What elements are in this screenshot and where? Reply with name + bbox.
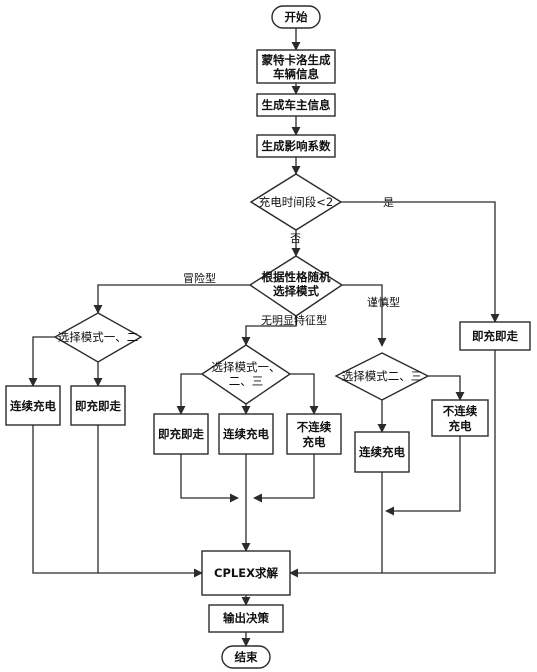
node-right-continuous: 连续充电: [354, 431, 410, 473]
edge-mid-noncont-down: [253, 454, 315, 503]
end-label: 结束: [234, 650, 258, 664]
node-mode-123: 选择模式一、 二、三: [200, 344, 292, 405]
node-end: 结束: [221, 645, 271, 669]
node-gen-owner: 生成车主信息: [256, 93, 336, 117]
node-mid-continuous: 连续充电: [218, 413, 274, 455]
left-immediate-label: 即充即走: [75, 399, 121, 413]
mid-immediate-label: 即充即走: [158, 427, 204, 441]
mid-noncont-label-2: 充电: [303, 435, 326, 449]
edge-mode123-to-immediate: [176, 373, 202, 415]
mode-12-label: 选择模式一、二: [58, 330, 139, 344]
decision-time-label: 充电时间段<2: [259, 195, 333, 209]
mid-noncont-label-1: 不连续: [297, 420, 332, 434]
right-continuous-label: 连续充电: [359, 445, 405, 459]
label-adventurous: 冒险型: [183, 271, 216, 285]
label-no: 否: [290, 232, 301, 245]
output-label: 输出决策: [223, 611, 269, 625]
node-left-immediate: 即充即走: [70, 385, 126, 426]
monte-carlo-label-2: 车辆信息: [273, 67, 319, 81]
random-mode-label-2: 选择模式: [273, 284, 319, 298]
random-mode-label-1: 根据性格随机: [262, 270, 331, 284]
label-neutral: 无明显特征型: [261, 313, 327, 327]
edge-right-noncont-to-continuous: [385, 436, 461, 516]
node-output: 输出决策: [208, 604, 284, 633]
node-random-mode: 根据性格随机 选择模式: [248, 255, 344, 317]
node-far-immediate: 即充即走: [459, 321, 531, 351]
edge-mid-immediate-down: [180, 454, 239, 503]
node-mid-noncontinuous: 不连续 充电: [286, 413, 342, 455]
edge-mode123-to-noncontinuous: [290, 373, 319, 415]
label-cautious: 谨慎型: [367, 295, 400, 309]
node-left-continuous: 连续充电: [5, 385, 61, 426]
right-noncont-label-1: 不连续: [443, 404, 478, 418]
gen-owner-label: 生成车主信息: [262, 98, 331, 112]
node-right-noncontinuous: 不连续 充电: [431, 399, 489, 437]
edge-mode12-to-continuous: [28, 336, 55, 387]
start-label: 开始: [285, 10, 308, 24]
mode-23-label: 选择模式二、三: [342, 369, 423, 383]
edge-decision-yes: [341, 201, 500, 323]
monte-carlo-label-1: 蒙特卡洛生成: [262, 53, 331, 67]
label-yes: 是: [383, 196, 394, 209]
cplex-label: CPLEX求解: [214, 566, 278, 580]
node-cplex: CPLEX求解: [201, 550, 291, 596]
edge-neutral: [241, 316, 297, 346]
node-mode-12: 选择模式一、二: [53, 312, 143, 363]
edge-cautious: [342, 284, 387, 347]
gen-factor-label: 生成影响系数: [262, 139, 331, 153]
node-mode-23: 选择模式二、三: [334, 352, 430, 401]
node-monte-carlo: 蒙特卡洛生成 车辆信息: [256, 49, 336, 84]
edge-adventurous: [93, 284, 250, 314]
edge-far-immediate-down: [382, 350, 496, 574]
edge-mode23-to-noncontinuous: [428, 375, 465, 401]
edge-left-continuous-down: [32, 425, 203, 578]
left-continuous-label: 连续充电: [10, 399, 56, 413]
right-noncont-label-2: 充电: [449, 419, 472, 433]
mid-continuous-label: 连续充电: [223, 427, 269, 441]
node-gen-factor: 生成影响系数: [256, 134, 336, 158]
node-decision-time: 充电时间段<2: [249, 173, 343, 231]
node-mid-immediate: 即充即走: [153, 413, 209, 455]
mode-123-label-1: 选择模式一、: [212, 360, 281, 374]
mode-123-label-2: 二、三: [229, 374, 264, 388]
edge-labels: 是 否 冒险型 无明显特征型 谨慎型: [183, 196, 400, 327]
far-immediate-label: 即充即走: [472, 329, 518, 343]
node-start: 开始: [271, 5, 321, 29]
edges: [28, 28, 500, 647]
